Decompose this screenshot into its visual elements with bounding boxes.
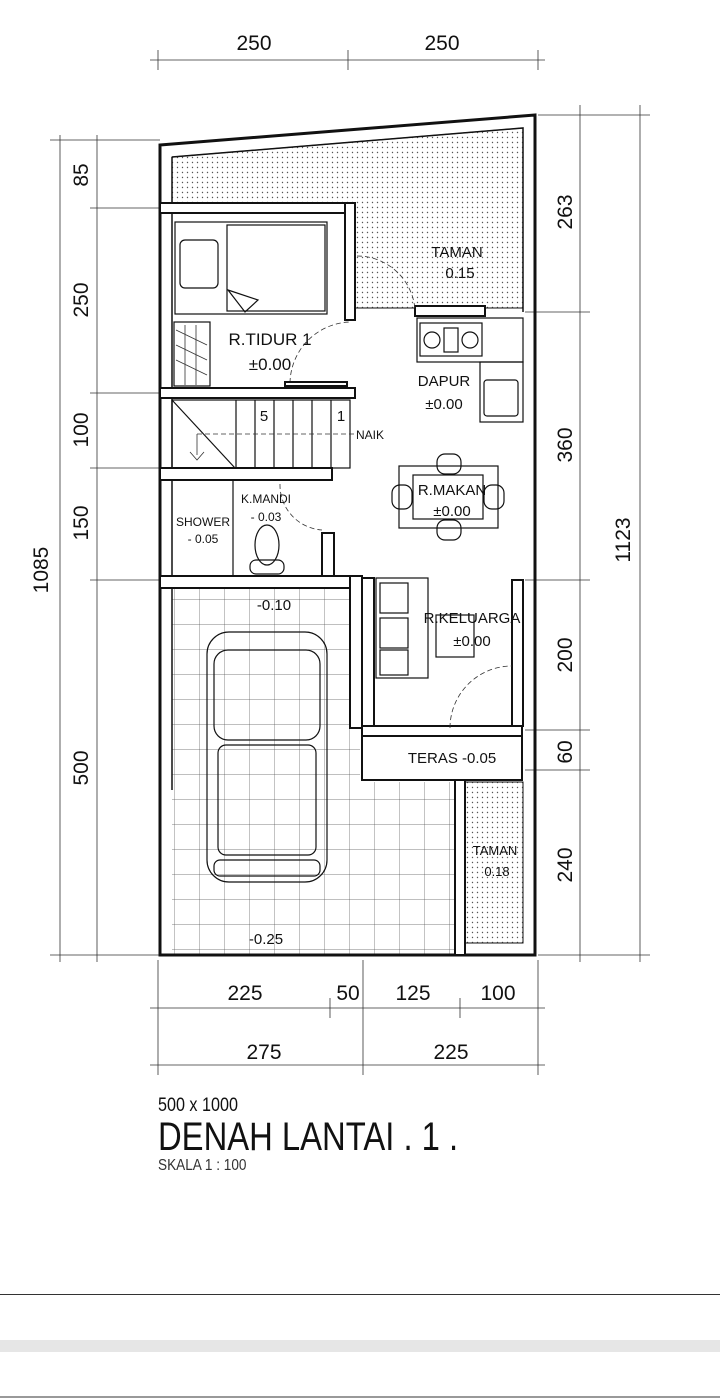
taman-top-level: 0.15 [445, 265, 474, 282]
kitchen-counter [416, 317, 524, 423]
garage-floor [172, 588, 360, 955]
toilet [249, 524, 285, 575]
dim-bottom-6: 225 [433, 1041, 468, 1064]
dim-bottom-5: 275 [246, 1041, 281, 1064]
drawing-scale: SKALA 1 : 100 [158, 1157, 247, 1174]
floor-plan: 250 250 1085 85 250 100 150 500 1123 263… [30, 32, 650, 1075]
dim-bottom-4: 100 [480, 982, 515, 1005]
dim-left-4: 150 [70, 505, 93, 540]
keluarga-name: R.KELUARGA [424, 610, 521, 627]
walls [158, 113, 537, 957]
garden-bottom [464, 781, 524, 944]
staircase [171, 399, 355, 469]
bedroom-door-swing [289, 321, 351, 384]
makan-level: ±0.00 [433, 503, 470, 520]
dim-bottom-2: 50 [336, 982, 359, 1005]
plot-size: 500 x 1000 [158, 1095, 238, 1116]
garden-door-swing [356, 255, 416, 311]
sofa [375, 577, 475, 679]
dim-left-5: 500 [70, 750, 93, 785]
tidur-name: R.TIDUR 1 [228, 330, 311, 349]
dim-top-2: 250 [424, 32, 459, 55]
tidur-level: ±0.00 [249, 355, 291, 374]
keluarga-level: ±0.00 [453, 633, 490, 650]
bed [174, 221, 328, 315]
bathroom-door-swing [279, 483, 323, 531]
dim-right-1: 263 [554, 194, 577, 229]
car [206, 631, 328, 883]
stair-step-1: 1 [337, 408, 345, 425]
bedroom-door [284, 381, 348, 387]
teras-label: TERAS -0.05 [408, 750, 496, 767]
wardrobe [173, 321, 211, 387]
stair-naik: NAIK [356, 428, 384, 442]
dim-top-1: 250 [236, 32, 271, 55]
makan-name: R.MAKAN [418, 482, 486, 499]
taman-bottom-name: TAMAN [473, 843, 518, 858]
dapur-name: DAPUR [418, 373, 471, 390]
title-block: 500 x 1000 DENAH LANTAI . 1 . SKALA 1 : … [158, 1095, 524, 1175]
stair-step-5: 5 [260, 408, 268, 425]
dim-right-4: 60 [554, 740, 577, 763]
kmandi-level: - 0.03 [251, 510, 282, 524]
shower-level: - 0.05 [188, 532, 219, 546]
dim-right-3: 200 [554, 637, 577, 672]
garage-top-level: -0.10 [257, 597, 291, 614]
dining-table [391, 453, 505, 541]
drawing-title: DENAH LANTAI . 1 . [158, 1115, 459, 1159]
shower-name: SHOWER [176, 515, 230, 529]
dim-left-1: 85 [70, 163, 93, 186]
dim-right-5: 240 [554, 847, 577, 882]
dim-left-total: 1085 [30, 547, 53, 594]
divider-band [0, 1340, 720, 1352]
dim-right-total: 1123 [612, 517, 635, 562]
taman-bottom-level: 0.18 [484, 864, 509, 879]
dim-bottom-1: 225 [227, 982, 262, 1005]
garage-bottom-level: -0.25 [249, 931, 283, 948]
taman-top-name: TAMAN [431, 244, 482, 261]
dim-bottom-3: 125 [395, 982, 430, 1005]
dim-left-3: 100 [70, 412, 93, 447]
dimension-lines [50, 50, 650, 1075]
dapur-level: ±0.00 [425, 396, 462, 413]
divider [0, 1294, 720, 1295]
dim-left-2: 250 [70, 282, 93, 317]
carport-floor [360, 782, 460, 955]
front-door-swing [449, 665, 513, 729]
dim-right-2: 360 [554, 427, 577, 462]
kmandi-name: K.MANDI [241, 492, 291, 506]
dimension-labels: 250 250 1085 85 250 100 150 500 1123 263… [30, 32, 635, 1064]
divider-bottom [0, 1396, 720, 1398]
room-labels: TAMAN 0.15 R.TIDUR 1 ±0.00 DAPUR ±0.00 5… [176, 244, 520, 948]
